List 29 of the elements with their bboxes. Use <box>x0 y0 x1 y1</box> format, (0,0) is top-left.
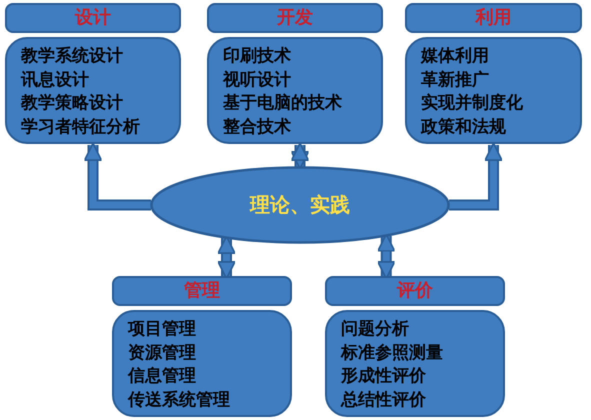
list-item: 整合技术 <box>223 116 291 138</box>
list-item: 教学策略设计 <box>21 92 123 115</box>
header-box: 开发 <box>207 3 383 33</box>
list-item: 印刷技术 <box>223 45 291 68</box>
header-box: 利用 <box>405 3 582 33</box>
ellipse <box>150 166 450 244</box>
list-item: 项目管理 <box>128 318 196 341</box>
list-item: 学习者特征分析 <box>21 116 140 138</box>
ellipse-label: 理论、实践 <box>250 192 350 218</box>
header-box: 评价 <box>325 276 505 306</box>
list-item: 传送系统管理 <box>128 388 230 412</box>
list-item: 资源管理 <box>128 342 196 364</box>
list-item: 视听设计 <box>223 68 291 92</box>
list-item: 教学系统设计 <box>21 45 123 68</box>
header-box: 管理 <box>112 276 292 306</box>
block-arrow <box>84 142 151 210</box>
list-item: 总结性评价 <box>341 388 426 412</box>
block-arrow <box>449 142 503 210</box>
header-box: 设计 <box>5 3 181 33</box>
list-item: 实现并制度化 <box>421 92 523 115</box>
list-item: 革新推广 <box>421 68 489 92</box>
list-item: 政策和法规 <box>421 116 506 138</box>
list-item: 问题分析 <box>341 318 409 341</box>
list-item: 讯息设计 <box>21 68 89 92</box>
list-item: 媒体利用 <box>421 45 489 68</box>
list-item: 标准参照测量 <box>341 342 443 364</box>
list-item: 信息管理 <box>128 365 196 388</box>
list-item: 形成性评价 <box>341 365 426 388</box>
list-item: 基于电脑的技术 <box>223 92 342 115</box>
